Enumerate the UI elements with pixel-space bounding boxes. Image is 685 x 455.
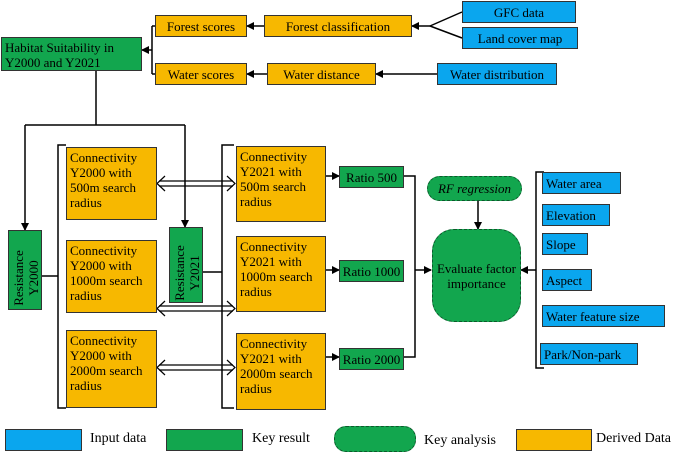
node-ratio-1000: Ratio 1000 <box>339 260 404 282</box>
node-water-scores: Water scores <box>155 63 247 85</box>
node-slope-label: Slope <box>546 237 576 252</box>
legend-label-key-analysis: Key analysis <box>424 433 496 448</box>
node-elevation: Elevation <box>542 204 610 226</box>
node-connectivity-y2000-1000m-label: Connectivity Y2000 with 1000m search rad… <box>70 243 143 303</box>
node-elevation-label: Elevation <box>546 208 596 223</box>
node-land-cover-map: Land cover map <box>462 27 578 49</box>
node-rf-regression: RF regression <box>427 176 522 201</box>
node-connectivity-y2000-500m: Connectivity Y2000 with 500m search radi… <box>66 147 157 220</box>
node-ratio-500: Ratio 500 <box>339 166 404 188</box>
node-slope: Slope <box>542 233 588 255</box>
legend-label-key-result: Key result <box>252 431 310 446</box>
legend-swatch-key-result <box>166 429 243 451</box>
node-gfc-data-label: GFC data <box>493 4 545 20</box>
node-connectivity-y2021-1000m: Connectivity Y2021 with 1000m search rad… <box>236 236 326 312</box>
node-forest-classification: Forest classification <box>264 15 412 37</box>
node-ratio-1000-label: Ratio 1000 <box>342 263 401 279</box>
node-aspect-label: Aspect <box>546 273 583 288</box>
node-aspect: Aspect <box>542 269 592 291</box>
node-park-non-park-label: Park/Non-park <box>544 347 622 362</box>
node-ratio-500-label: Ratio 500 <box>346 169 397 185</box>
node-water-area: Water area <box>542 172 621 194</box>
node-connectivity-y2000-1000m: Connectivity Y2000 with 1000m search rad… <box>66 240 157 313</box>
node-water-scores-label: Water scores <box>167 66 235 82</box>
node-water-area-label: Water area <box>546 176 602 191</box>
legend-swatch-key-analysis <box>334 426 416 452</box>
bracket-y2000 <box>57 144 66 409</box>
node-connectivity-y2021-2000m-label: Connectivity Y2021 with 2000m search rad… <box>240 336 313 396</box>
node-connectivity-y2000-500m-label: Connectivity Y2000 with 500m search radi… <box>70 150 138 210</box>
node-habitat-suitability: Habitat Suitability in Y2000 and Y2021 <box>1 37 142 71</box>
legend-label-input: Input data <box>90 431 147 446</box>
node-connectivity-y2021-500m-label: Connectivity Y2021 with 500m search radi… <box>240 149 308 209</box>
node-land-cover-map-label: Land cover map <box>477 30 563 46</box>
bracket-y2021 <box>221 144 234 409</box>
node-evaluate-factor-importance: Evaluate factor importance <box>432 229 521 322</box>
legend-swatch-derived <box>516 429 592 451</box>
node-connectivity-y2000-2000m-label: Connectivity Y2000 with 2000m search rad… <box>70 333 143 393</box>
node-resistance-y2021: Resistance Y2021 <box>169 227 203 303</box>
node-gfc-data: GFC data <box>462 1 576 23</box>
node-water-feature-size-label: Water feature size <box>546 309 640 324</box>
node-water-distance: Water distance <box>267 63 376 85</box>
node-forest-scores-label: Forest scores <box>166 18 236 34</box>
node-water-distribution: Water distribution <box>437 63 557 85</box>
edge-gfc <box>429 11 463 27</box>
node-water-distribution-label: Water distribution <box>450 66 544 82</box>
node-evaluate-factor-importance-label: Evaluate factor importance <box>436 260 517 291</box>
node-water-distance-label: Water distance <box>283 66 360 82</box>
node-rf-regression-label: RF regression <box>437 181 512 196</box>
node-resistance-y2000-label: Resistance Y2000 <box>11 250 41 306</box>
bracket-ratios <box>404 175 416 358</box>
node-forest-scores: Forest scores <box>155 15 247 37</box>
node-resistance-y2000: Resistance Y2000 <box>8 230 42 310</box>
node-connectivity-y2021-2000m: Connectivity Y2021 with 2000m search rad… <box>236 333 326 410</box>
node-water-feature-size: Water feature size <box>542 305 665 327</box>
node-habitat-suitability-label: Habitat Suitability in Y2000 and Y2021 <box>5 40 115 70</box>
node-park-non-park: Park/Non-park <box>540 343 638 365</box>
legend-swatch-input <box>5 429 82 451</box>
legend-label-derived: Derived Data <box>596 431 672 446</box>
node-resistance-y2021-label: Resistance Y2021 <box>172 245 202 301</box>
node-connectivity-y2021-1000m-label: Connectivity Y2021 with 1000m search rad… <box>240 239 313 299</box>
edge-landcover <box>429 25 463 39</box>
node-forest-classification-label: Forest classification <box>285 18 391 34</box>
node-ratio-2000-label: Ratio 2000 <box>342 351 401 367</box>
node-ratio-2000: Ratio 2000 <box>339 348 404 370</box>
node-connectivity-y2021-500m: Connectivity Y2021 with 500m search radi… <box>236 146 326 222</box>
node-connectivity-y2000-2000m: Connectivity Y2000 with 2000m search rad… <box>66 330 157 408</box>
